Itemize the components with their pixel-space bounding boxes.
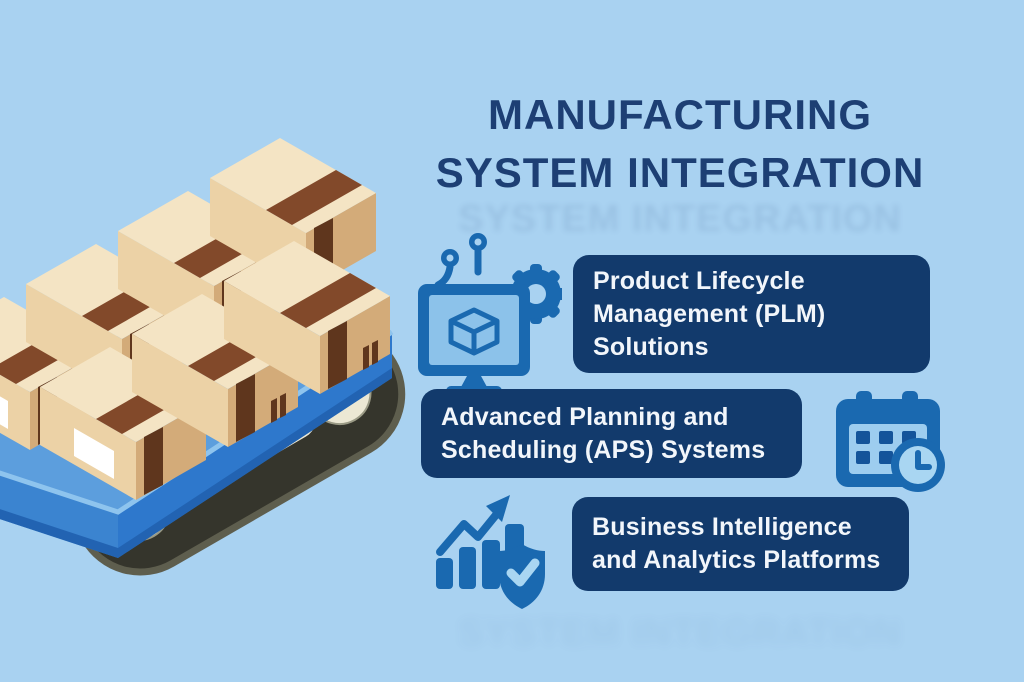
- card-bi: Business Intelligence and Analytics Plat…: [572, 497, 909, 591]
- card-plm-line: Management (PLM): [593, 299, 826, 328]
- cube-icon: [448, 307, 500, 356]
- monitor-icon: [418, 284, 530, 397]
- title-line-2: SYSTEM INTEGRATION: [435, 149, 925, 196]
- calendar-clock-icon: [836, 391, 945, 492]
- title-line-1: MANUFACTURING: [488, 91, 872, 138]
- analytics-growth-shield-icon: [436, 495, 545, 609]
- card-bi-line: Business Intelligence: [592, 513, 852, 541]
- conveyor-illustration: [0, 138, 406, 576]
- card-aps-line: Scheduling (APS) Systems: [441, 435, 766, 464]
- card-plm: Product Lifecycle Management (PLM) Solut…: [573, 255, 930, 373]
- bottom-ghost-artifact: SYSTEM INTEGRATION: [458, 612, 902, 654]
- circuit-pin-icon: [434, 233, 487, 289]
- card-plm-line: Solutions: [593, 332, 709, 361]
- growth-arrow-icon: [436, 495, 510, 556]
- title-ghost-artifact: SYSTEM INTEGRATION: [458, 198, 902, 240]
- shield-check-icon: [499, 544, 545, 609]
- card-plm-line: Product Lifecycle: [593, 266, 805, 295]
- card-bi-line: and Analytics Platforms: [592, 546, 881, 574]
- page-title: MANUFACTURING SYSTEM INTEGRATION: [400, 86, 960, 202]
- card-aps: Advanced Planning and Scheduling (APS) S…: [421, 389, 802, 478]
- card-aps-line: Advanced Planning and: [441, 402, 729, 431]
- computer-cube-gear-icon: [418, 233, 562, 397]
- clock-icon: [891, 438, 945, 492]
